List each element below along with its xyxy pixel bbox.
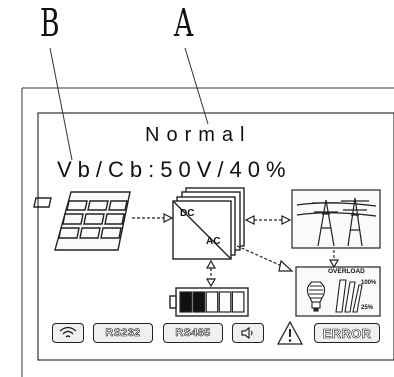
battery-reading-text: Vb/Cb:50V/40% xyxy=(57,157,292,182)
wifi-icon xyxy=(59,326,77,338)
speaker-icon xyxy=(241,326,253,340)
overload-label: OVERLOAD xyxy=(328,268,365,275)
battery-segment-empty xyxy=(205,291,219,313)
arrow-inverter-to-load xyxy=(236,245,294,272)
arrow-inverter-battery xyxy=(205,259,217,288)
callout-line-a xyxy=(184,47,209,125)
arrow-solar-to-inverter xyxy=(132,213,174,223)
inverter-icon xyxy=(172,187,245,260)
warning-icon xyxy=(276,320,304,345)
battery-segment-filled xyxy=(192,291,206,313)
light-bulb-icon xyxy=(306,281,326,312)
rs232-indicator: RS232 xyxy=(93,323,153,343)
battery-segment-empty xyxy=(231,291,245,313)
load-level-high: 100% xyxy=(361,280,377,286)
speaker-indicator xyxy=(232,323,264,343)
transmission-tower-icon xyxy=(291,189,381,249)
housing-outline xyxy=(21,87,394,377)
callout-letter-b: B xyxy=(40,1,60,45)
status-text: Normal xyxy=(145,124,252,146)
callout-line-b xyxy=(49,47,73,161)
callout-letter-a: A xyxy=(174,1,194,45)
battery-segment-filled xyxy=(179,291,193,313)
battery-icon xyxy=(169,287,249,317)
inverter-dc-label: DC xyxy=(180,208,195,219)
rs485-indicator: RS485 xyxy=(163,323,223,343)
warning-indicator xyxy=(276,320,304,345)
load-level-low: 25% xyxy=(361,305,374,311)
inverter-ac-label: AC xyxy=(206,236,221,247)
battery-segment-empty xyxy=(218,291,232,313)
arrow-grid-to-load xyxy=(328,250,340,269)
lcd-frame xyxy=(37,112,394,361)
arrow-inverter-grid xyxy=(244,215,292,225)
solar-panel-icon xyxy=(33,191,131,251)
wifi-indicator xyxy=(52,323,84,343)
load-level-bars xyxy=(335,279,363,313)
error-indicator: ERROR xyxy=(314,323,380,343)
